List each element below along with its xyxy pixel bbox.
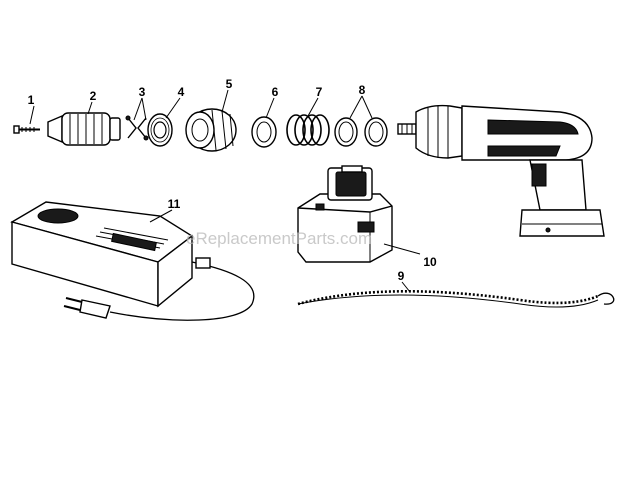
callout-5: 5: [226, 77, 233, 91]
part-7-spring: [286, 114, 330, 146]
callout-1: 1: [28, 93, 35, 107]
part-4-washer: [147, 113, 173, 147]
part-6-ring: [251, 116, 277, 148]
callout-2: 2: [90, 89, 97, 103]
callout-9: 9: [398, 269, 405, 283]
callout-6: 6: [272, 85, 279, 99]
callout-3: 3: [139, 85, 146, 99]
callout-11: 11: [168, 197, 181, 211]
leader-lines: [29, 89, 421, 293]
part-11-charger: [10, 201, 255, 321]
callout-8: 8: [359, 83, 366, 97]
part-3-clips: [125, 115, 149, 141]
callout-4: 4: [178, 85, 185, 99]
part-10-battery: [297, 165, 393, 263]
callout-labels: 1 2 3 4 5 6 7 8 9 10 11: [28, 77, 437, 283]
watermark-text: eReplacementParts.com: [186, 229, 372, 248]
callout-10: 10: [423, 255, 437, 269]
callout-7: 7: [316, 85, 323, 99]
part-9-lanyard: [297, 290, 615, 308]
part-5-clutch-ring: [185, 108, 237, 152]
drill-body: [397, 104, 605, 237]
part-8-rings: [334, 117, 388, 147]
part-1-screw: [13, 125, 40, 134]
part-2-chuck: [47, 112, 121, 146]
